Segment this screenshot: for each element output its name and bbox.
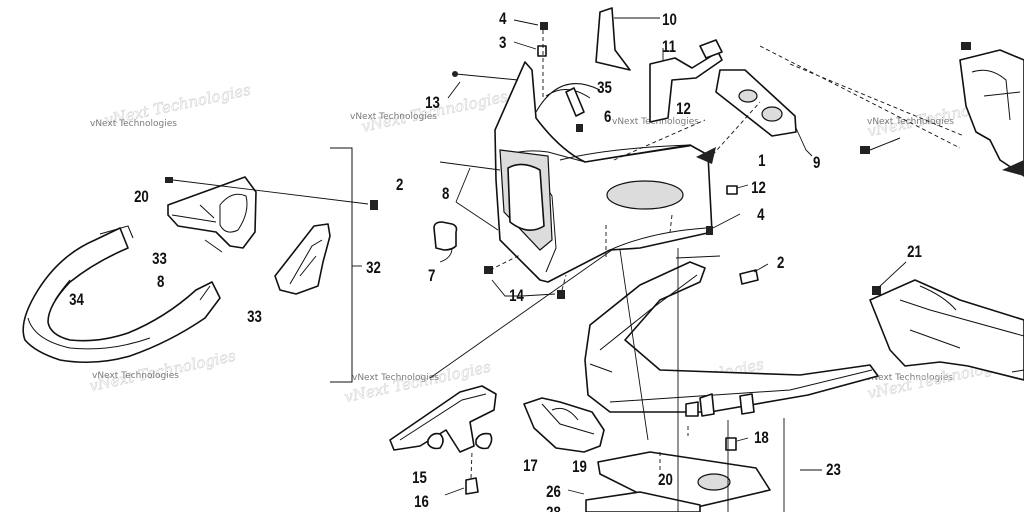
callout-32: 32 xyxy=(366,259,381,278)
nut-part-2 xyxy=(370,200,378,210)
callout-3: 3 xyxy=(499,34,506,53)
callout-8-left: 8 xyxy=(157,273,164,292)
screw-part-6 xyxy=(576,124,583,132)
callout-4: 4 xyxy=(499,10,507,29)
front-frame-assembly xyxy=(389,214,879,512)
callout-2-left: 2 xyxy=(396,176,403,195)
bumper-assembly xyxy=(22,147,378,383)
callout-18: 18 xyxy=(754,429,769,448)
callout-11: 11 xyxy=(662,38,676,57)
callout-16: 16 xyxy=(414,493,429,512)
callout-19: 19 xyxy=(572,458,587,477)
callout-12: 12 xyxy=(676,100,691,119)
bolt-part-near-9 xyxy=(860,146,870,154)
callout-20-lower: 20 xyxy=(658,471,673,490)
clip-part-12 xyxy=(726,185,738,195)
callout-6: 6 xyxy=(604,108,611,127)
mount-bracket-part-11 xyxy=(649,51,723,123)
bulkhead-oval-cutout xyxy=(606,180,684,210)
callout-9: 9 xyxy=(813,154,820,173)
callout-26: 26 xyxy=(546,483,561,502)
callout-2-right: 2 xyxy=(777,254,784,273)
callout-4-lower: 4 xyxy=(757,206,765,225)
direction-arrow xyxy=(696,147,716,164)
callout-12-lower: 12 xyxy=(751,179,766,198)
callout-35: 35 xyxy=(597,79,612,98)
steering-assembly xyxy=(759,42,1024,381)
front-bumper-part-34 xyxy=(22,227,221,364)
bumper-bracket-part-33-lower xyxy=(274,223,331,295)
bolt-part-20 xyxy=(165,177,173,183)
watermark-text: vNext Technologies xyxy=(350,112,437,122)
callout-17: 17 xyxy=(523,457,538,476)
callout-15: 15 xyxy=(412,469,427,488)
watermark-text: vNext Technologies xyxy=(866,373,953,383)
callout-34: 34 xyxy=(69,291,84,310)
callout-8: 8 xyxy=(442,185,449,204)
frame-rail-part-23 xyxy=(584,261,879,413)
bulkhead-assembly xyxy=(429,7,813,379)
shield-part-10 xyxy=(595,7,631,71)
pin-part-16 xyxy=(465,477,479,495)
bolt-part-18 xyxy=(725,437,737,451)
watermark-text: vNext Technologies xyxy=(90,119,177,129)
callout-1: 1 xyxy=(758,152,766,171)
callout-23: 23 xyxy=(826,461,841,480)
callout-labels: 4 3 10 11 13 35 12 6 9 1 12 4 8 7 14 2 2… xyxy=(69,10,922,512)
callout-13: 13 xyxy=(425,94,440,113)
nut-part-4-lower xyxy=(706,226,713,235)
watermark-text: vNext Technologies xyxy=(612,117,699,127)
callout-7: 7 xyxy=(428,267,435,286)
callout-28: 28 xyxy=(546,504,561,512)
steering-bracket-part-15 xyxy=(389,385,497,453)
callout-33-lower: 33 xyxy=(247,308,262,327)
mount-plate-part-9 xyxy=(715,69,797,137)
group-bracket-32 xyxy=(330,147,353,383)
watermark-text: vNext Technologies xyxy=(867,117,954,127)
watermark-text: vNext Technologies xyxy=(92,371,179,381)
bumper-bracket-part-33-upper xyxy=(167,176,257,249)
plate-part-26 xyxy=(585,491,701,512)
bolt-part-13 xyxy=(455,73,519,81)
steering-housing-upper xyxy=(959,49,1024,177)
bolt-part-21 xyxy=(872,286,881,295)
watermark-text: vNext Technologies xyxy=(352,373,439,383)
mount-part-21 xyxy=(869,279,1024,381)
nut-part-4 xyxy=(540,22,548,30)
direction-arrow-right xyxy=(1002,160,1024,176)
bushing-part-7 xyxy=(433,221,458,251)
callout-10: 10 xyxy=(662,11,677,30)
washer-part-3 xyxy=(537,45,547,57)
clip-part-2 xyxy=(739,269,759,285)
skid-plate-part-19 xyxy=(597,451,771,512)
callout-21: 21 xyxy=(907,243,922,262)
callout-20-left: 20 xyxy=(134,188,149,207)
callout-33-upper: 33 xyxy=(152,250,167,269)
callout-14: 14 xyxy=(509,287,524,306)
spacer-part-35 xyxy=(565,87,585,117)
